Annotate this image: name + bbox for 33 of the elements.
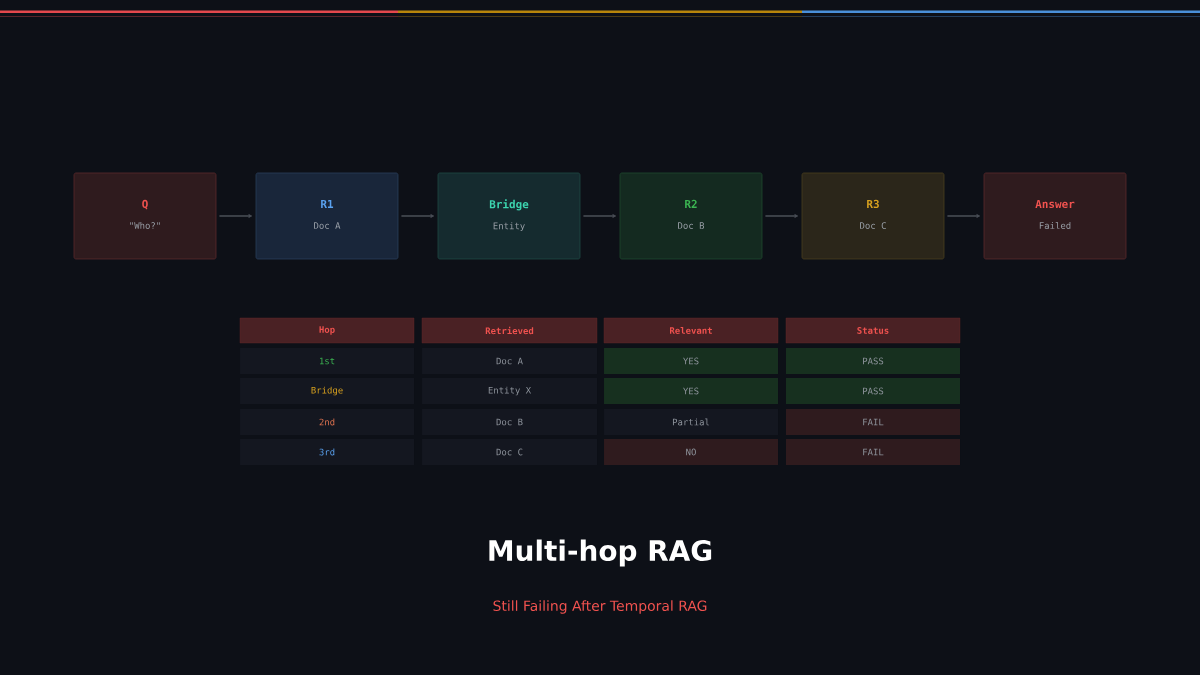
step-box: R1 Doc A	[255, 172, 399, 260]
table-cell: YES	[604, 348, 778, 374]
arrow	[248, 214, 253, 218]
table-cell: 1st	[240, 348, 414, 374]
step-box: Answer Failed	[983, 172, 1127, 260]
table-cell: PASS	[786, 348, 960, 374]
header-cell: Relevant	[603, 317, 779, 344]
table-cell: Doc A	[422, 348, 597, 374]
title: Multi-hop RAG	[489, 539, 712, 567]
table-cell: Partial	[604, 409, 778, 435]
table-cell: Entity X	[422, 378, 597, 404]
arrow	[794, 214, 799, 218]
arrow	[430, 214, 435, 218]
step-box: Q "Who?"	[73, 172, 217, 260]
header-cell: Hop	[239, 317, 415, 344]
table-cell: YES	[604, 378, 778, 404]
table-cell: 3rd	[240, 439, 414, 465]
table-cell: 2nd	[240, 409, 414, 435]
table-cell: Doc C	[422, 439, 597, 465]
step-box: Bridge Entity	[437, 172, 581, 260]
subtitle: Still Failing After Temporal RAG	[493, 600, 707, 614]
arrow	[612, 214, 617, 218]
header-cell: Status	[785, 317, 961, 344]
table-cell: PASS	[786, 378, 960, 404]
step-box: R3 Doc C	[801, 172, 945, 260]
table-cell: FAIL	[786, 409, 960, 435]
table-cell: FAIL	[786, 439, 960, 465]
table-cell: NO	[604, 439, 778, 465]
header-cell: Retrieved	[421, 317, 598, 344]
step-box: R2 Doc B	[619, 172, 763, 260]
table-cell: Bridge	[240, 378, 414, 404]
arrow	[976, 214, 981, 218]
table-cell: Doc B	[422, 409, 597, 435]
